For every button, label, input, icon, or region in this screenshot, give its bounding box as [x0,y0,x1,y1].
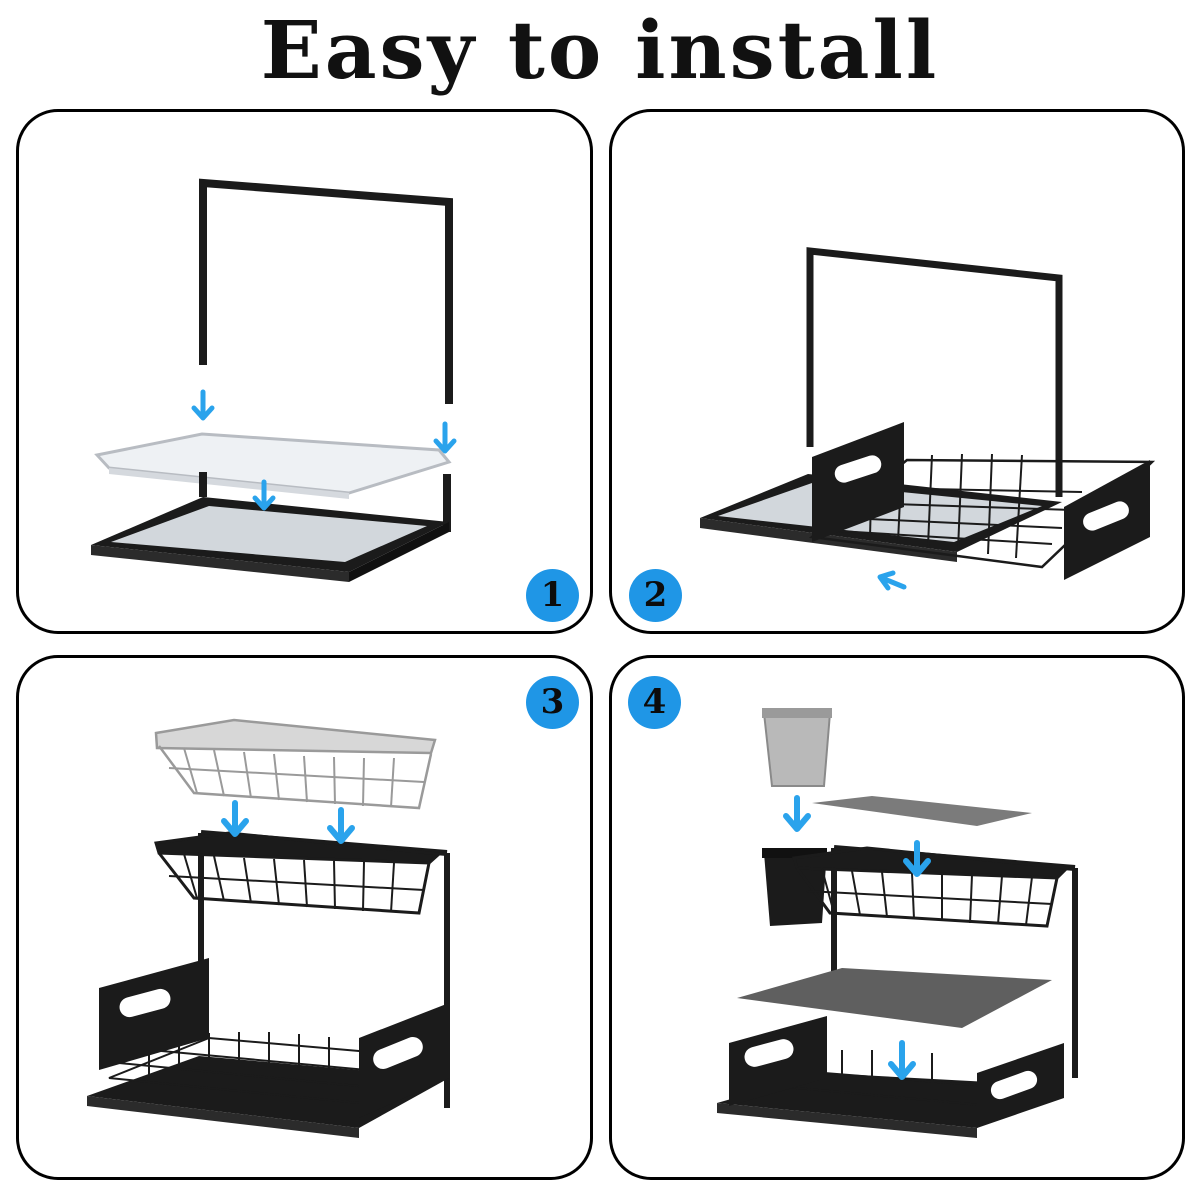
glass-tray [94,432,452,499]
upper-basket [792,846,1071,928]
utensil-cup-ghost [762,708,832,787]
step-4-illustration [717,708,1078,1138]
arrow-icon [877,570,907,591]
lower-shelf-liner [737,968,1052,1028]
step-4-panel: 4 [609,655,1185,1180]
step-number-badge: 3 [526,676,579,729]
step-1-panel: 1 [16,109,593,634]
step-number-badge: 1 [526,569,579,622]
basket-side-left [812,422,904,542]
rack-frame [831,845,1078,1078]
lower-basket [717,1016,1064,1138]
step-3-illustration [87,718,450,1138]
arrow-icon [221,800,355,844]
step-2-illustration [700,247,1156,591]
lower-basket [87,958,449,1138]
step-number-badge: 4 [628,676,681,729]
step-1-illustration [91,178,457,582]
upright-frame [806,247,1063,497]
upright-frame [199,178,453,404]
base-frame [91,497,449,582]
step-2-panel: 2 [609,109,1185,634]
arrow-icon [191,389,457,511]
arrow-icon [783,795,931,1080]
step-number-badge: 2 [629,569,682,622]
upper-shelf-liner [812,796,1032,826]
upper-basket-ghost [154,718,437,810]
step-3-panel: 3 [16,655,593,1180]
basket-side-right [1064,460,1150,580]
page-title: Easy to install [260,3,940,97]
upper-basket [154,831,443,915]
